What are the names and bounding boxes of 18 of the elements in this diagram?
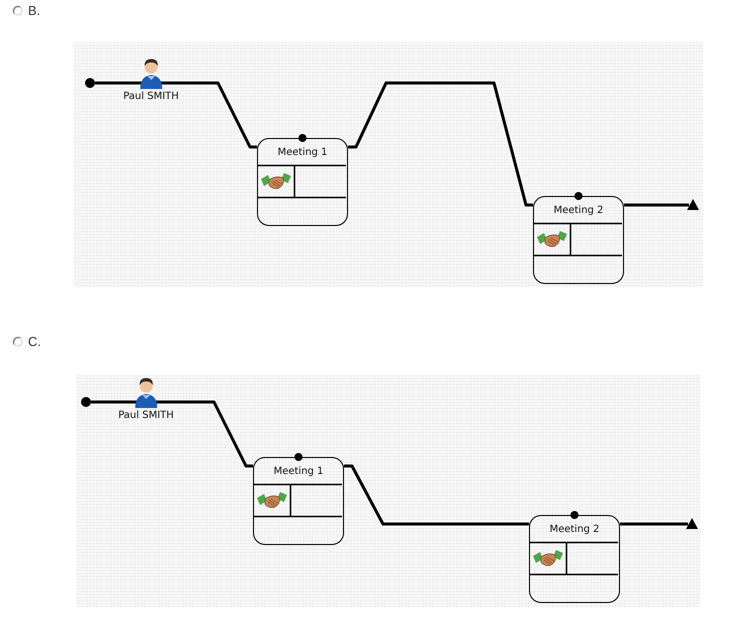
- connector-line: [91, 400, 253, 468]
- activity-title: Meeting 1: [274, 466, 324, 476]
- activity-box: [529, 515, 620, 603]
- connector-line: [95, 82, 257, 148]
- connector-line: [620, 518, 698, 529]
- connector-line: [624, 199, 699, 210]
- activity-title: Meeting 1: [278, 146, 328, 158]
- edge-label: Paul SMITH: [118, 409, 174, 422]
- activity-box: [257, 138, 348, 226]
- connector-line: [344, 464, 529, 526]
- connector-line: [348, 82, 533, 206]
- activity-box: [533, 196, 624, 284]
- option-label: C.: [28, 334, 41, 349]
- activity-title: Meeting 2: [550, 524, 600, 534]
- activity-title: Meeting 2: [554, 204, 604, 216]
- activity-box: [253, 457, 344, 545]
- edge-label: Paul SMITH: [123, 90, 179, 103]
- option-label: B.: [28, 3, 40, 18]
